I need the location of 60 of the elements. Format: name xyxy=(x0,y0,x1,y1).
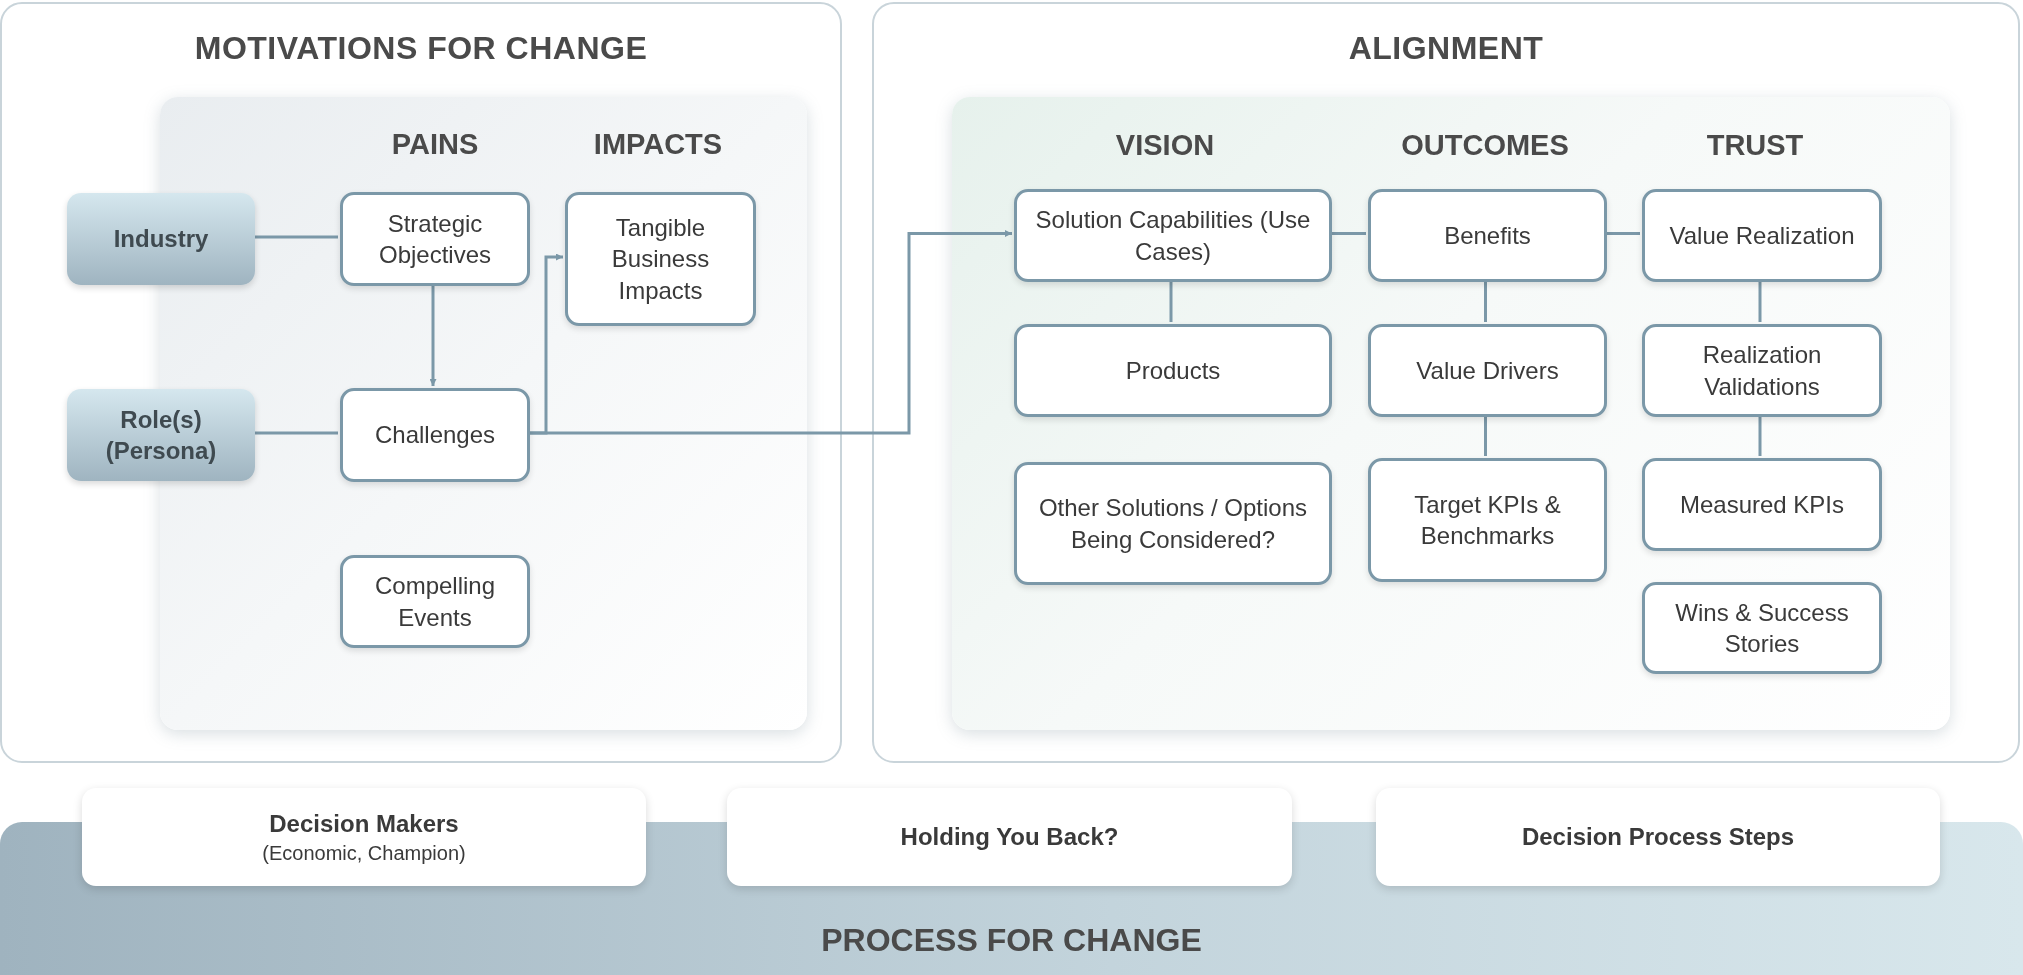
column-heading: OUTCOMES xyxy=(1401,129,1569,162)
box-label: Wins & Success Stories xyxy=(1674,597,1850,659)
connector-line xyxy=(1758,280,1762,322)
process-card xyxy=(1376,788,1940,886)
column-heading: TRUST xyxy=(1706,129,1804,162)
category-tag xyxy=(67,389,255,481)
box-label: Target KPIs & Benchmarks xyxy=(1413,489,1562,551)
box-label: Compelling Events xyxy=(373,571,497,633)
box-label: Industry xyxy=(113,224,209,255)
connector-line xyxy=(1484,280,1487,322)
process-box xyxy=(340,192,530,286)
process-box xyxy=(1642,458,1882,551)
column-heading: PAINS xyxy=(391,128,479,161)
process-box xyxy=(1014,189,1332,282)
column-heading: VISION xyxy=(1115,129,1215,162)
connector-line xyxy=(253,431,338,435)
box-label: Products xyxy=(1125,355,1221,386)
box-label: Realization Validations xyxy=(1701,340,1823,402)
process-box xyxy=(1368,189,1607,282)
box-label: Solution Capabilities (Use Cases) xyxy=(1034,205,1312,267)
arrow xyxy=(528,230,1012,435)
section-title: PROCESS FOR CHANGE xyxy=(820,922,1203,959)
arrow xyxy=(429,284,437,386)
process-box xyxy=(1368,458,1607,582)
process-box xyxy=(1014,324,1332,417)
section-panel xyxy=(0,2,842,763)
box-label: Other Solutions / Options Being Considered? xyxy=(1037,493,1309,555)
process-box xyxy=(1014,462,1332,585)
section-title: ALIGNMENT xyxy=(1347,30,1545,67)
connector-line xyxy=(253,235,338,239)
section-title: MOTIVATIONS FOR CHANGE xyxy=(193,30,649,67)
connector-line xyxy=(1758,415,1762,456)
process-card xyxy=(82,788,646,886)
box-label: Value Drivers xyxy=(1416,355,1559,386)
box-subtitle: (Economic, Champion) xyxy=(262,840,466,866)
process-box xyxy=(340,388,530,482)
connector-line xyxy=(1330,232,1366,235)
box-label: Holding You Back? xyxy=(900,822,1119,853)
box-label: Strategic Objectives xyxy=(377,208,492,270)
box-label: Challenges xyxy=(374,420,496,451)
process-box xyxy=(1642,582,1882,674)
box-label: Measured KPIs xyxy=(1679,489,1845,520)
process-card xyxy=(727,788,1292,886)
box-label: Decision Makers xyxy=(269,809,459,840)
connector-line xyxy=(1484,415,1487,456)
process-box xyxy=(340,555,530,648)
box-label: Benefits xyxy=(1444,220,1531,251)
column-heading: IMPACTS xyxy=(593,128,723,161)
box-label: Role(s) (Persona) xyxy=(104,404,218,466)
box-label: Tangible Business Impacts xyxy=(610,213,711,306)
process-box xyxy=(1642,324,1882,417)
connector-line xyxy=(1605,232,1640,235)
box-label: Value Realization xyxy=(1669,220,1855,251)
process-box xyxy=(565,192,756,326)
process-box xyxy=(1368,324,1607,417)
connector-line xyxy=(1169,280,1173,322)
category-tag xyxy=(67,193,255,285)
section-panel xyxy=(872,2,2020,763)
box-label: Decision Process Steps xyxy=(1521,822,1795,853)
process-box xyxy=(1642,189,1882,282)
